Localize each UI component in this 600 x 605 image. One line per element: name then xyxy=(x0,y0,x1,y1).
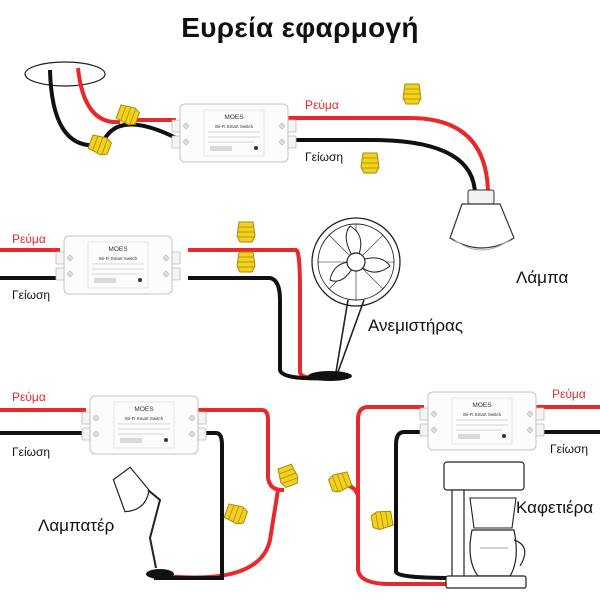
live-label: Ρεύμα xyxy=(12,232,46,246)
wire-connector xyxy=(87,132,113,158)
lamp-icon xyxy=(449,189,515,251)
wire-connector xyxy=(275,463,301,489)
wire-connector xyxy=(360,152,380,174)
ground-label: Γείωση xyxy=(305,150,344,164)
smart-switch xyxy=(81,395,207,455)
wire-connector xyxy=(402,83,422,105)
smart-switch xyxy=(419,391,545,451)
wire-connector xyxy=(236,221,256,243)
smart-switch xyxy=(55,235,181,295)
ground-wire xyxy=(48,69,99,148)
desk-lamp-circuit xyxy=(0,395,301,580)
fan-circuit xyxy=(0,217,401,381)
coffee-maker-circuit xyxy=(327,391,600,589)
lamp-circuit xyxy=(24,61,515,251)
smart-switch xyxy=(171,103,297,163)
ground-label: Γείωση xyxy=(550,442,589,456)
live-label: Ρεύμα xyxy=(305,98,339,112)
live-label: Ρεύμα xyxy=(552,387,586,401)
fan-label: Ανεμιστήρας xyxy=(368,316,464,335)
ground-label: Γείωση xyxy=(12,445,51,459)
desk-lamp-label: Λαμπατέρ xyxy=(38,516,115,535)
ground-label: Γείωση xyxy=(12,288,51,302)
wire-connector xyxy=(370,508,394,532)
page-title: Ευρεία εφαρμογή xyxy=(181,12,419,43)
coffee-maker-icon xyxy=(443,461,527,589)
desk-lamp-icon xyxy=(112,466,174,579)
live-label: Ρεύμα xyxy=(12,390,46,404)
lamp-label: Λάμπα xyxy=(516,268,569,287)
fan-icon xyxy=(308,217,401,381)
wire-connector xyxy=(223,501,249,527)
wire-connector xyxy=(236,251,256,273)
wire-connector xyxy=(327,469,353,495)
coffee-maker-label: Καφετιέρα xyxy=(516,498,594,517)
live-wire xyxy=(76,67,121,125)
ceiling-box xyxy=(24,61,106,87)
